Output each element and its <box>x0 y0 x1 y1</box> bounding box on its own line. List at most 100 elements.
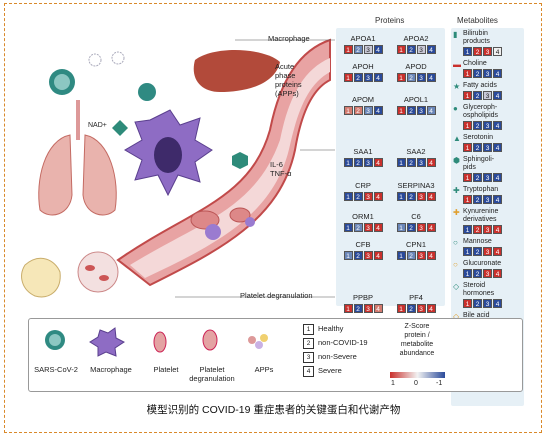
status-box: 4 <box>493 195 502 204</box>
legend-macrophage-icon <box>89 327 125 357</box>
status-box: 3 <box>363 106 373 115</box>
status-box: 2 <box>353 158 363 167</box>
status-box: 3 <box>416 251 426 260</box>
legend-box <box>28 318 523 392</box>
protein-name: CRP <box>355 181 371 190</box>
status-box: 1 <box>396 106 406 115</box>
status-box: 4 <box>493 47 502 56</box>
status-box: 1 <box>343 304 353 313</box>
status-box: 3 <box>363 73 373 82</box>
status-label: non-COVID-19 <box>318 338 368 347</box>
scale-mid: 0 <box>414 380 418 387</box>
status-label: Severe <box>318 366 342 375</box>
status-box: 1 <box>463 269 472 278</box>
right-lung <box>82 134 117 216</box>
protein-name: APOH <box>352 62 374 71</box>
metabolite-icon: ● <box>453 104 458 113</box>
legend-platelet-icon <box>153 331 167 353</box>
status-box: 1 <box>463 143 472 152</box>
metabolite-name: Bilirubin products▮ <box>453 30 490 45</box>
status-box: 2 <box>406 158 416 167</box>
metabolite-name: Glyceroph- ospholipids● <box>453 104 499 119</box>
status-box: 2 <box>353 45 363 54</box>
status-box: 4 <box>373 223 383 232</box>
legend-platelet-degranulation-icon <box>202 329 218 351</box>
status-box: 2 <box>406 223 416 232</box>
status-box: 3 <box>416 106 426 115</box>
status-box: 2 <box>353 251 363 260</box>
status-box: 4 <box>373 251 383 260</box>
status-box: 1 <box>343 73 353 82</box>
status-box: 2 <box>473 195 482 204</box>
sphingolipid-hexagon <box>232 152 248 169</box>
status-box: 3 <box>416 45 426 54</box>
status-box: 1 <box>463 47 472 56</box>
legend-item-label: Platelet degranulation <box>189 365 235 383</box>
metabolite-icon: ○ <box>453 238 458 247</box>
vessel-lumen <box>130 58 330 278</box>
status-box: 2 <box>473 173 482 182</box>
status-box: 3 <box>483 173 492 182</box>
virus-outline <box>111 51 125 65</box>
status-number-box: 4 <box>303 366 314 377</box>
proteins-header: Proteins <box>375 16 405 25</box>
status-box: 1 <box>396 73 406 82</box>
status-label: non-Severe <box>318 352 357 361</box>
legend-item-label: SARS-CoV-2 <box>34 365 78 374</box>
left-lung <box>38 134 73 216</box>
status-box: 3 <box>483 143 492 152</box>
status-box: 3 <box>483 299 492 308</box>
status-box: 4 <box>493 225 502 234</box>
status-box: 2 <box>406 251 416 260</box>
metabolite-icon: ✚ <box>453 186 460 195</box>
metabolite-name: Serotonin▲ <box>453 134 493 143</box>
metabolite-name: Steroid hormones◇ <box>453 282 495 297</box>
status-box: 4 <box>426 73 436 82</box>
status-box: 4 <box>493 299 502 308</box>
status-box: 3 <box>416 73 426 82</box>
status-box: 4 <box>493 247 502 256</box>
platelet-degranulation-label: Platelet degranulation <box>240 291 313 300</box>
status-box: 4 <box>373 192 383 201</box>
status-box: 4 <box>493 173 502 182</box>
status-box: 1 <box>396 223 406 232</box>
status-box: 3 <box>363 192 373 201</box>
metabolite-name: Fatty acids★ <box>453 82 497 91</box>
metabolite-icon: ○ <box>453 260 458 269</box>
protein-name: APOD <box>405 62 427 71</box>
status-box: 4 <box>373 106 383 115</box>
metabolite-icon: ★ <box>453 82 461 91</box>
pelvic-bone <box>21 257 61 298</box>
status-box: 1 <box>396 192 406 201</box>
protein-name: PPBP <box>352 293 373 302</box>
protein-name: SAA2 <box>406 147 426 156</box>
status-box: 1 <box>396 158 406 167</box>
status-box: 4 <box>426 251 436 260</box>
scale-high: 1 <box>391 380 395 387</box>
status-box: 2 <box>473 69 482 78</box>
protein-name: C6 <box>411 212 421 221</box>
status-box: 1 <box>343 158 353 167</box>
status-box: 2 <box>473 121 482 130</box>
status-box: 3 <box>363 304 373 313</box>
status-box: 4 <box>426 106 436 115</box>
status-box: 1 <box>343 251 353 260</box>
status-box: 4 <box>426 304 436 313</box>
status-box: 3 <box>416 223 426 232</box>
status-box: 2 <box>353 223 363 232</box>
metabolites-header: Metabolites <box>457 16 498 25</box>
status-box: 2 <box>406 73 416 82</box>
